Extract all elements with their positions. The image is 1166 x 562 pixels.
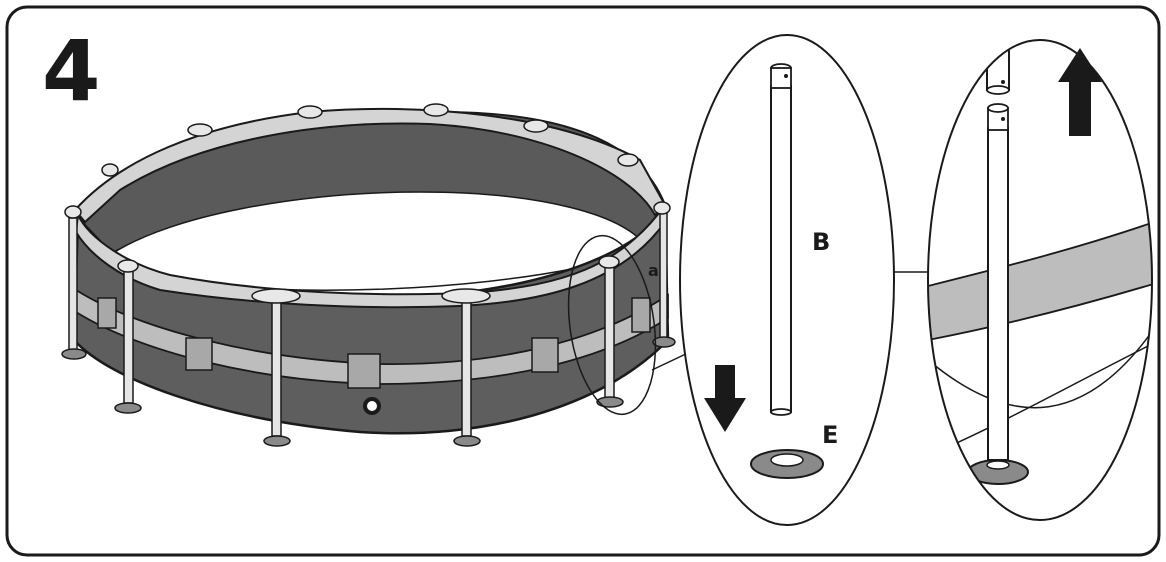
part-label-e: E bbox=[822, 421, 838, 449]
rail-joint bbox=[598, 255, 620, 269]
pool-leg bbox=[659, 209, 668, 341]
rail-joint bbox=[251, 288, 301, 304]
pool-leg bbox=[123, 267, 134, 404]
rail-joint bbox=[187, 123, 213, 137]
marker-label-a: a bbox=[648, 261, 659, 280]
assembled-pole bbox=[987, 127, 1009, 461]
rail-joint bbox=[297, 105, 323, 119]
upper-rail-bottom bbox=[986, 85, 1010, 95]
rail-joint bbox=[101, 163, 119, 177]
rail-joint bbox=[653, 201, 671, 215]
pool-foot bbox=[596, 396, 624, 408]
arrow-up-icon bbox=[1058, 48, 1102, 136]
pole-b-connector bbox=[770, 67, 792, 89]
detail-pole-and-foot: B E bbox=[679, 34, 895, 526]
rail-joint bbox=[441, 288, 491, 304]
pool-leg bbox=[461, 295, 472, 437]
callout-connector bbox=[651, 351, 691, 371]
pool-leg bbox=[271, 295, 282, 437]
pool-foot bbox=[263, 435, 291, 447]
pole-b-hole bbox=[784, 74, 788, 78]
pool-feet bbox=[61, 336, 676, 447]
pole-b-bottom bbox=[770, 408, 792, 416]
rail-joint bbox=[423, 103, 449, 117]
pool-foot bbox=[453, 435, 481, 447]
belt-clip bbox=[631, 297, 651, 333]
pool-leg bbox=[604, 261, 615, 399]
upper-rail-hole bbox=[1001, 80, 1005, 84]
pool-foot bbox=[114, 402, 142, 414]
pool-foot bbox=[61, 348, 87, 360]
assembled-pole-top bbox=[987, 103, 1009, 113]
pool-wall-edge bbox=[928, 319, 1152, 409]
part-label-b: B bbox=[812, 228, 830, 256]
rail-joint bbox=[523, 119, 549, 133]
rail-joint bbox=[64, 205, 82, 219]
detail-oval-2-border bbox=[927, 39, 1153, 521]
assembled-foot-socket bbox=[986, 460, 1010, 470]
belt-clip bbox=[347, 353, 381, 389]
belt-clip bbox=[531, 337, 559, 373]
assembled-pole-hole bbox=[1001, 117, 1005, 121]
pool-illustration: a bbox=[61, 103, 691, 447]
belt-clip bbox=[185, 337, 213, 371]
pool-leg bbox=[68, 217, 78, 351]
wall-bottom-line bbox=[929, 339, 1152, 456]
detail-callout-ring bbox=[567, 234, 657, 416]
step-number: 4 bbox=[42, 22, 100, 120]
drain-plug bbox=[363, 397, 381, 415]
rail-joint bbox=[617, 153, 639, 167]
rail-joint bbox=[117, 259, 139, 273]
detail-assembled-leg bbox=[927, 39, 1153, 521]
pool-foot bbox=[652, 336, 676, 348]
rail-joints bbox=[64, 103, 671, 304]
pole-b bbox=[770, 85, 792, 413]
pool-top-rail-back bbox=[73, 107, 667, 224]
foot-e-socket bbox=[770, 453, 804, 467]
arrow-down-icon bbox=[704, 365, 746, 432]
belt-clip bbox=[97, 297, 117, 329]
